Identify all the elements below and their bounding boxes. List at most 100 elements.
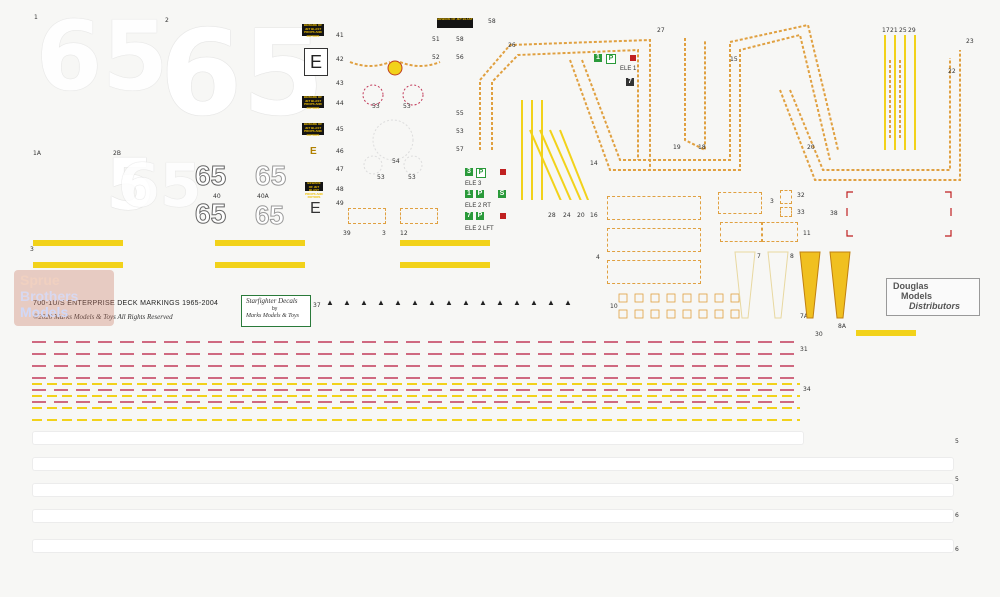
yellow-stripe [215,262,305,268]
yellow-stripe [215,240,305,246]
part-number: 32 [797,192,805,199]
part-number: 18 [698,144,706,151]
watermark-line3: Models [20,304,69,320]
yellow-stripe [400,240,490,246]
part-number: 15 [730,56,738,63]
letter-e-plain: E [310,200,321,217]
triangle-marker: ▲ [530,298,538,307]
part-number: 10 [610,303,618,310]
part-number: 23 [966,38,974,45]
part-number: 58 [488,18,496,25]
part-number: 51 [432,36,440,43]
triangle-marker: ▲ [513,298,521,307]
triangle-marker: ▲ [377,298,385,307]
warning-placard: BEWARE OF JET BLAST PROPS AND ROTORS [302,23,324,38]
watermark-logo: Sprue Brothers Models [14,270,114,326]
part-number: 2 [165,17,169,24]
watermark-line1: Sprue [20,272,60,288]
part-number: 48 [336,186,344,193]
part-number: 37 [313,302,321,309]
part-number: 45 [336,126,344,133]
part-number: 53 [408,174,416,181]
triangle-marker: ▲ [547,298,555,307]
part-number: 3 [30,246,34,253]
starfighter-line3: Marks Models & Toys [246,313,299,319]
sheet-title: 700-1U/S ENTERPRISE DECK MARKINGS 1965-2… [33,300,219,307]
triangle-marker: ▲ [496,298,504,307]
green-elevator-tag: P [476,168,486,178]
dashed-line-rows [32,341,800,421]
white-stripe [33,432,803,444]
part-number: 53 [456,128,464,135]
triangle-marker: ▲ [394,298,402,307]
green-elevator-tag: P [606,54,616,64]
part-number: 1 [34,14,38,21]
green-elevator-tag: S [498,190,506,198]
big-65-left-top: 65 [36,2,169,112]
part-number: 21 [890,27,898,34]
part-number: 16 [590,212,598,219]
part-number: 44 [336,100,344,107]
big-65-right-top: 65 [160,4,325,142]
triangle-marker: ▲ [564,298,572,307]
red-square [630,55,636,61]
small-square-grid [618,293,740,319]
part-number: 54 [392,158,400,165]
triangle-marker: ▲ [326,298,334,307]
part-number: 24 [563,212,571,219]
red-square [500,213,506,219]
dashed-rect [607,228,701,252]
small-65-d: 65 [255,200,285,231]
part-number: 3 [382,230,386,237]
warning-placard: BEWARE OF JET BLAST PROPS AND ROTORS [302,122,324,137]
white-stripe [33,510,953,522]
part-number: 52 [432,54,440,61]
dashed-box [348,208,386,224]
letter-e-small: E [310,146,317,157]
dashed-rect [607,196,701,220]
letter-e-box: E [304,48,328,76]
part-number: 57 [456,146,464,153]
part-number: 11 [803,230,811,237]
part-number: 34 [803,386,811,393]
part-number: 5 [955,438,959,445]
warning-placard: BEWARE OF JET BLAST PROPS AND ROTORS [302,95,324,110]
green-elevator-tag: 1 [465,190,473,198]
part-number: 20 [577,212,585,219]
ele-label: ELE 1 [620,66,637,72]
part-number: 49 [336,200,344,207]
yellow-stripe [856,330,916,336]
circle-markings [349,60,441,175]
part-number: 46 [336,148,344,155]
white-stripe [33,540,953,552]
part-number: 33 [797,209,805,216]
dashed-rect [762,222,798,242]
triangle-marker: ▲ [343,298,351,307]
part-number: 12 [400,230,408,237]
part-number: 14 [590,160,598,167]
part-number: 41 [336,32,344,39]
starfighter-line2: by [272,306,278,312]
part-number: 25 [899,27,907,34]
part-number: 40 [213,193,221,200]
starfighter-line1: Starfighter Decals [246,297,298,305]
green-elevator-tag: 7 [465,212,473,220]
green-elevator-tag: 1 [594,54,602,62]
watermark-line2: Brothers [20,288,79,304]
dashed-rect [720,222,762,242]
white-stripe [33,484,953,496]
part-number: 8 [790,253,794,260]
part-number: 27 [657,27,665,34]
tapered-markings [734,251,851,319]
green-elevator-tag: P [476,190,484,198]
big-5-mid: 5 [106,144,155,226]
triangle-marker: ▲ [411,298,419,307]
part-number: 22 [948,68,956,75]
yellow-stripe [400,262,490,268]
part-number: 20 [807,144,815,151]
small-65-a: 65 [194,160,227,192]
deck-outline-dashed [479,23,961,200]
white-stripe [33,458,953,470]
part-number: 19 [673,144,681,151]
